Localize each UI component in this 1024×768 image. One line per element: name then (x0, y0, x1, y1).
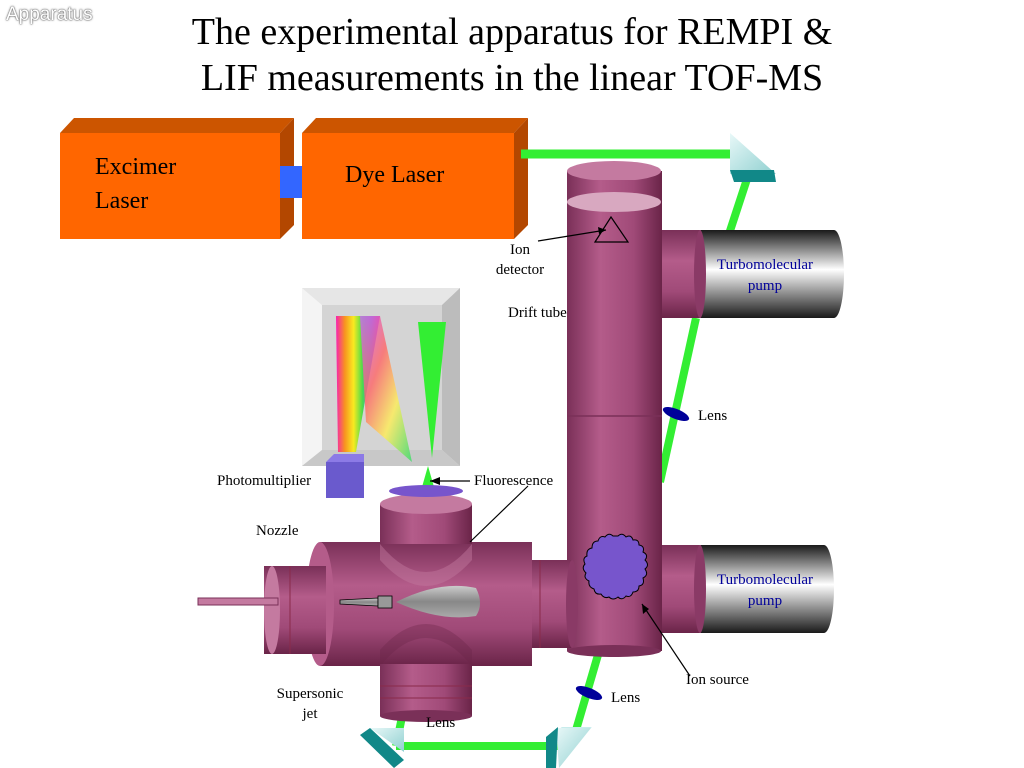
nozzle (339, 585, 480, 618)
pump-top-label-line1: Turbomolecular (716, 257, 814, 273)
ion-source-disc (582, 533, 648, 600)
excimer-laser-label-line1: Excimer (95, 154, 177, 180)
ion-detector-label-line1: Ion (510, 242, 530, 258)
laser-coupler (280, 166, 302, 198)
dye-laser (302, 118, 528, 239)
ion-detector-arrowhead (598, 227, 606, 234)
photomultiplier-top (326, 454, 364, 462)
fluorescence-arrowhead (430, 477, 440, 485)
ion-source-label: Ion source (686, 672, 749, 688)
ion-source-arrowhead (642, 604, 649, 614)
turbomolecular-pump-top (655, 230, 844, 318)
pump-bottom-label-line2: pump (747, 593, 783, 609)
slide-title-line2: LIF measurements in the linear TOF-MS (200, 57, 824, 99)
vacuum-chamber (264, 494, 578, 722)
slide-corner-label: Apparatus (6, 4, 93, 25)
supersonic-jet-label-line1: Supersonic (276, 686, 344, 702)
fluorescence-label: Fluorescence (474, 473, 554, 489)
lens-right (662, 407, 690, 421)
dye-laser-label: Dye Laser (345, 162, 445, 188)
slide-title-line1: The experimental apparatus for REMPI & (191, 11, 833, 53)
photomultiplier-label: Photomultiplier (217, 473, 312, 489)
nozzle-label: Nozzle (256, 523, 299, 539)
excimer-laser-label-line2: Laser (95, 188, 149, 214)
lens-bottom-label: Lens (426, 715, 456, 731)
supersonic-jet-plume (396, 585, 480, 618)
nozzle-rod (197, 597, 279, 606)
excimer-laser (60, 118, 294, 239)
pump-top-label-line2: pump (747, 278, 783, 294)
prism-mirror-bottom-left (360, 728, 404, 768)
turbomolecular-pump-bottom (655, 545, 834, 633)
prism-mirror-bottom-right (546, 727, 592, 768)
monochromator (302, 288, 460, 466)
lens-right-label: Lens (698, 408, 728, 424)
prism-mirror-top-right (730, 133, 776, 182)
lens-bottom-right (575, 686, 603, 700)
drift-tube-label: Drift tube (508, 305, 567, 321)
photomultiplier-box (326, 462, 364, 498)
ion-detector-label-line2: detector (495, 262, 545, 278)
pump-bottom-label-line1: Turbomolecular (716, 572, 814, 588)
supersonic-jet-label-line2: jet (302, 706, 318, 722)
fluorescence-lens (389, 485, 463, 497)
lens-bottom-right-label: Lens (611, 690, 641, 706)
